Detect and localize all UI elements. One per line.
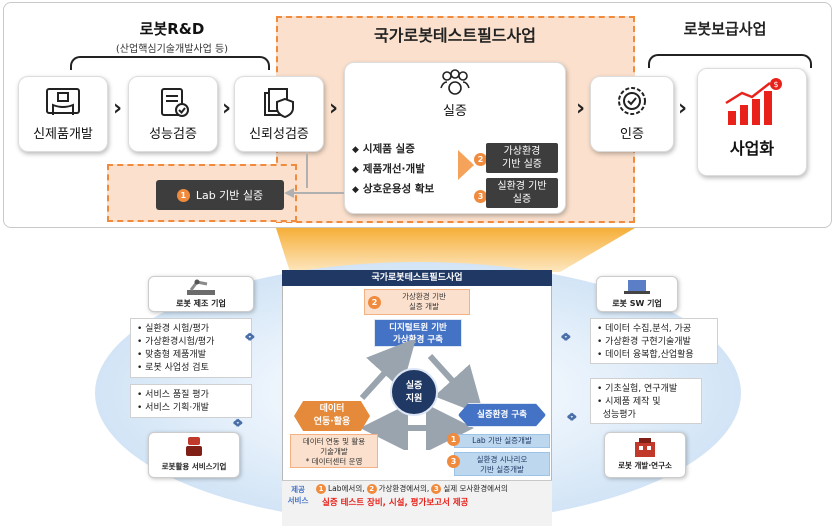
list-item: • 가상환경 구현기술개발 [597,337,691,347]
robot-sw-card: 로봇 SW 기업 [596,276,678,312]
service-list: • 서비스 품질 평가 • 서비스 기획·개발 [130,384,252,418]
step-label: 성능검증 [149,127,197,142]
real-env-hexagon: 실증환경 구축 [458,403,546,427]
maker-list: • 실환경 시험/평가 • 가상환경시험/평가 • 맞춤형 제품개발 • 로봇 … [130,318,252,378]
step-label: 사업화 [729,139,775,158]
service-line-2: 실증 테스트 장비, 시설, 평가보고서 제공 [322,498,469,508]
step-certification: 인증 [590,76,674,152]
chevron-right-icon: › [576,96,586,121]
list-item: • 서비스 기획·개발 [137,403,209,413]
step-reliability: 신뢰성검증 [234,76,324,152]
clipboard-check-icon [161,88,189,117]
bullet-item: ◆상호운용성 확보 [352,183,435,195]
connector-line [306,154,308,188]
step-label: 신뢰성검증 [249,127,309,142]
virtual-demo-num: 2 [474,147,487,166]
demo-label: 실증 [443,104,467,119]
bullet-item: ◆시제품 실증 [352,143,415,155]
badge-icon [618,87,646,115]
chevron-right-icon: › [113,96,123,121]
lab-list: • 기초실험, 연구개발 • 시제품 제작 및 성능평가 [590,378,702,424]
people-group-icon [440,69,470,95]
double-chevron-icon: ‹‹›› [566,406,577,427]
orange-arrow-icon [458,150,474,180]
robot-maker-card: 로봇 제조 기업 [148,276,254,312]
step-performance: 성능검증 [128,76,218,152]
list-item: • 기초실험, 연구개발 [597,384,678,394]
funnel-shape [276,228,635,272]
rd-title: 로봇R&D [139,20,205,38]
rd-brace [70,56,270,70]
supply-brace [648,54,812,68]
demo-bullets: ◆시제품 실증 ◆제품개선·개발 ◆상호운용성 확보 [352,140,434,200]
sw-list: • 데이터 수집,분석, 가공 • 가상환경 구현기술개발 • 데이터 융복합,… [590,318,718,364]
growth-chart-icon: $ [725,78,782,125]
supply-title: 로봇보급사업 [683,20,767,38]
chevron-right-icon: › [678,96,688,121]
double-chevron-icon: ‹‹›› [244,326,255,347]
chevron-right-icon: › [222,96,232,121]
list-item: • 시제품 제작 및 [597,397,661,407]
list-item: • 가상환경시험/평가 [137,337,215,347]
hand-box-icon [46,88,80,115]
double-chevron-icon: ‹‹›› [560,326,571,347]
rd-subtitle: (산업핵심기술개발사업 등) [115,44,229,55]
test-field-header: 국가로봇테스트필드사업 [282,270,552,286]
step-label: 신제품개발 [33,127,93,142]
step-new-product: 신제품개발 [18,76,108,152]
arrow-left-icon [284,188,344,198]
test-field-title: 국가로봇테스트필드사업 [374,26,536,45]
bullet-item: ◆제품개선·개발 [352,163,425,175]
list-item: • 맞춤형 제품개발 [137,350,206,360]
service-company-card: 로봇활용 서비스기업 [148,432,240,478]
chevron-right-icon: › [329,96,339,121]
double-chevron-icon: ‹‹›› [232,412,243,433]
service-footer [282,480,552,526]
cycle-arrows [359,340,485,450]
laptop-icon [624,280,650,294]
robot-lab-card: 로봇 개발·연구소 [604,432,686,478]
step-label: 인증 [620,127,644,142]
document-shield-icon [264,88,294,119]
lab-dev-box: 1 Lab 기반 실증개발 [447,433,550,448]
list-item: 성능평가 [602,410,636,420]
list-item: • 로봇 사업성 검토 [137,363,209,373]
real-demo-num: 3 [474,184,487,203]
list-item: • 데이터 수집,분석, 가공 [597,324,692,334]
svg-text:$: $ [773,80,778,89]
building-icon [635,438,655,457]
list-item: • 실환경 시험/평가 [137,324,210,334]
service-robot-icon [186,437,202,456]
list-item: • 데이터 융복합,산업활용 [597,350,694,360]
robot-arm-icon [187,279,215,295]
step-commercialization: $ 사업화 [697,68,807,176]
list-item: • 서비스 품질 평가 [137,390,209,400]
